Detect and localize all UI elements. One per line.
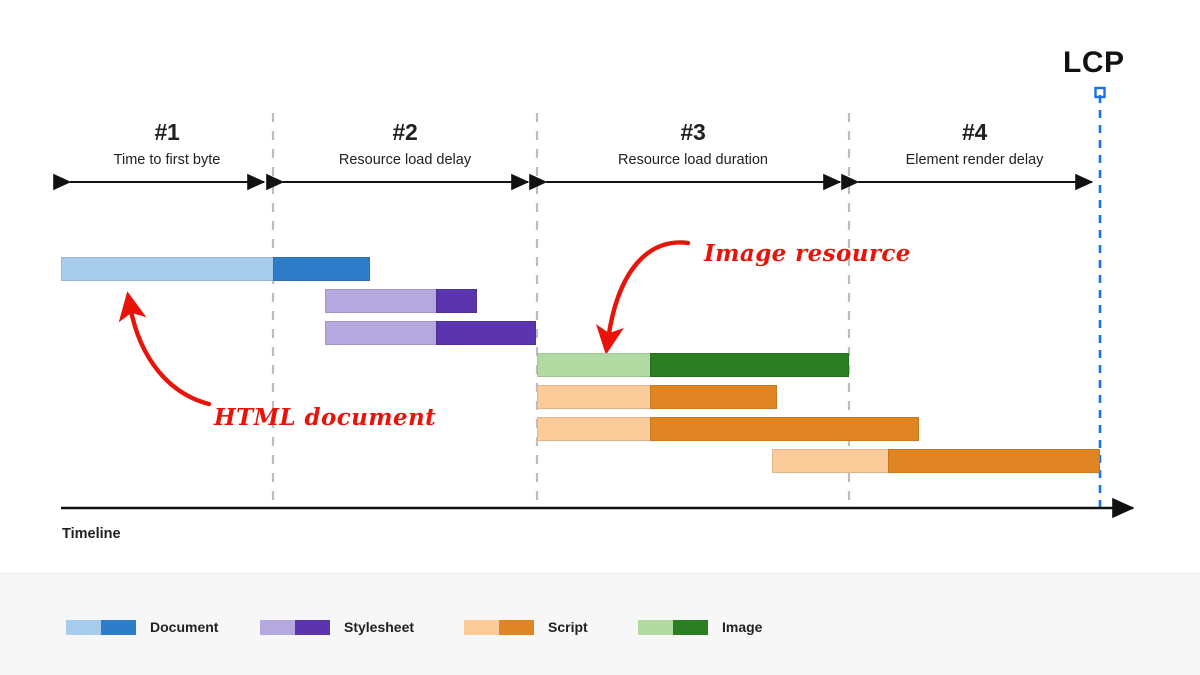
bar-segment-wait bbox=[537, 353, 650, 377]
bar-segment-wait bbox=[325, 289, 436, 313]
timeline-axis-label: Timeline bbox=[62, 526, 121, 542]
bar-segment-wait bbox=[772, 449, 888, 473]
lcp-marker-cap bbox=[1094, 86, 1106, 99]
bar-segment-transfer bbox=[650, 417, 919, 441]
phase-label-4: Element render delay bbox=[905, 152, 1044, 168]
waterfall-bar-document[interactable] bbox=[61, 257, 370, 281]
waterfall-bar-script-3[interactable] bbox=[772, 449, 1100, 473]
waterfall-bar-stylesheet-1[interactable] bbox=[325, 289, 477, 313]
legend-swatch-document bbox=[66, 619, 136, 635]
legend-swatch-image bbox=[638, 619, 708, 635]
legend-item-document[interactable]: Document bbox=[66, 618, 218, 636]
waterfall-bar-script-2[interactable] bbox=[537, 417, 919, 441]
legend-label-image: Image bbox=[722, 619, 763, 635]
phase-label-1: Time to first byte bbox=[113, 152, 221, 168]
bar-segment-transfer bbox=[888, 449, 1100, 473]
phase-number-4: #4 bbox=[962, 119, 987, 145]
lcp-label: LCP bbox=[1063, 46, 1125, 79]
phase-number-2: #2 bbox=[392, 119, 418, 145]
bar-segment-wait bbox=[61, 257, 273, 281]
bar-segment-transfer bbox=[650, 385, 777, 409]
legend-item-stylesheet[interactable]: Stylesheet bbox=[260, 618, 414, 636]
bar-segment-transfer bbox=[273, 257, 370, 281]
bar-segment-wait bbox=[325, 321, 436, 345]
phase-header-3: #3 Resource load duration bbox=[537, 118, 849, 170]
waterfall-bar-script-1[interactable] bbox=[537, 385, 777, 409]
phase-header-1: #1 Time to first byte bbox=[61, 118, 273, 170]
html-document-arrow bbox=[118, 291, 212, 407]
legend-label-document: Document bbox=[150, 619, 219, 635]
bar-segment-transfer bbox=[436, 321, 536, 345]
chart-vector-layer bbox=[53, 86, 1135, 519]
waterfall-bar-stylesheet-2[interactable] bbox=[325, 321, 536, 345]
bar-segment-transfer bbox=[650, 353, 849, 377]
legend-swatch-script bbox=[464, 619, 534, 635]
phase-header-2: #2 Resource load delay bbox=[273, 118, 537, 170]
annotation-image-resource: Image resource bbox=[704, 240, 911, 267]
legend-label-stylesheet: Stylesheet bbox=[344, 619, 415, 635]
bar-segment-wait bbox=[537, 417, 650, 441]
chart-legend: Document Stylesheet Script Image bbox=[0, 573, 1200, 675]
phase-label-3: Resource load duration bbox=[618, 152, 768, 168]
image-resource-arrow bbox=[595, 240, 691, 355]
legend-item-script[interactable]: Script bbox=[464, 618, 588, 636]
legend-swatch-stylesheet bbox=[260, 619, 330, 635]
phase-number-1: #1 bbox=[154, 119, 180, 145]
phase-header-4: #4 Element render delay bbox=[849, 118, 1100, 170]
phase-number-3: #3 bbox=[680, 119, 706, 145]
phase-label-2: Resource load delay bbox=[338, 152, 472, 168]
legend-label-script: Script bbox=[548, 619, 588, 635]
waterfall-bar-image[interactable] bbox=[537, 353, 849, 377]
bar-segment-wait bbox=[537, 385, 650, 409]
bar-segment-transfer bbox=[436, 289, 477, 313]
annotation-html-document: HTML document bbox=[214, 404, 437, 431]
legend-item-image[interactable]: Image bbox=[638, 618, 762, 636]
chart-plot-area: #1 Time to first byte #2 Resource load d… bbox=[53, 46, 1135, 542]
